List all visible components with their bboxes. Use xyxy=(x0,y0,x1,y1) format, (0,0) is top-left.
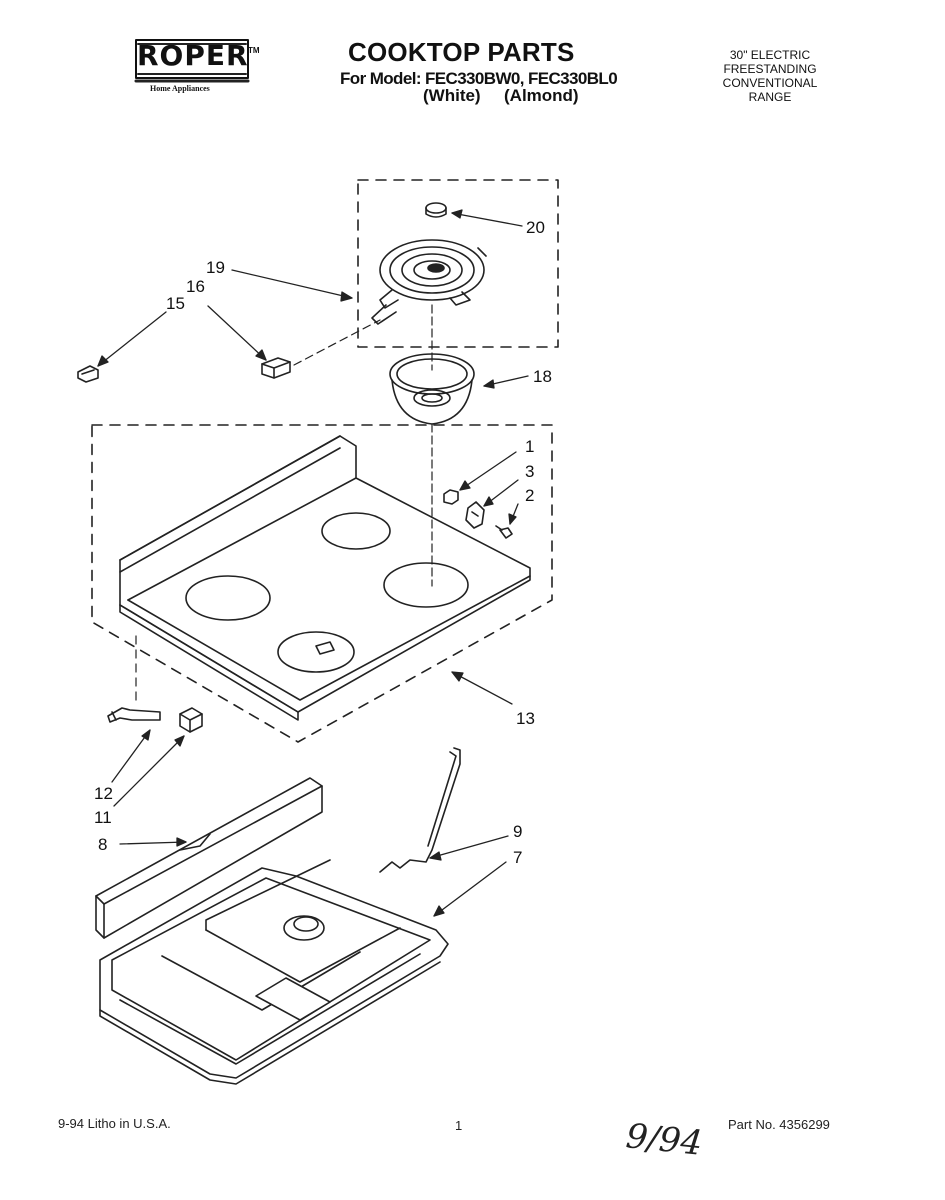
callout-8: 8 xyxy=(98,835,108,854)
callout-9: 9 xyxy=(513,822,523,841)
print-date: 9-94 Litho in U.S.A. xyxy=(58,1116,171,1131)
callout-7: 7 xyxy=(513,848,523,867)
brand-logo: ROPER xyxy=(137,39,249,72)
page-title: COOKTOP PARTS xyxy=(348,37,575,67)
callout-11: 11 xyxy=(94,808,112,827)
callout-1: 1 xyxy=(525,437,535,456)
cooktop-group-dashed-box xyxy=(91,424,553,743)
spec-line-4: RANGE xyxy=(748,90,792,104)
part-20-icon xyxy=(425,202,447,218)
callout-18: 18 xyxy=(533,367,552,386)
element-group-dashed-box xyxy=(357,179,559,348)
page-number: 1 xyxy=(455,1118,463,1133)
part-16-terminal-block-icon xyxy=(261,357,291,379)
part-1-nut-icon xyxy=(443,489,459,505)
part-15-clip-icon xyxy=(77,365,99,383)
spec-line-2: FREESTANDING xyxy=(723,62,817,76)
spec-line-3: CONVENTIONAL xyxy=(722,76,818,90)
assembly-leader-line-terminal xyxy=(293,319,381,366)
part-2-screw-icon xyxy=(495,525,513,539)
callout-15: 15 xyxy=(166,294,185,313)
model-numbers: For Model: FEC330BW0, FEC330BL0 xyxy=(340,69,618,88)
part-3-bracket-icon xyxy=(465,501,485,529)
roper-logo-mark xyxy=(134,39,250,83)
part-12-lead-icon xyxy=(107,707,161,723)
part-11-spacer-icon xyxy=(179,707,203,733)
spec-line-1: 30" ELECTRIC xyxy=(729,48,811,62)
part-7-burner-box-icon xyxy=(99,859,449,1085)
callout-16: 16 xyxy=(186,277,205,296)
part-13-cooktop-icon xyxy=(119,435,531,721)
part-number: Part No. 4356299 xyxy=(728,1117,830,1132)
trademark-mark: TM xyxy=(248,46,260,55)
part-19-surface-element-icon xyxy=(371,239,487,325)
callout-12: 12 xyxy=(94,784,113,803)
callout-leaders xyxy=(97,209,529,917)
callout-3: 3 xyxy=(525,462,535,481)
callout-19: 19 xyxy=(206,258,225,277)
callout-2: 2 xyxy=(525,486,535,505)
callout-13: 13 xyxy=(516,709,535,728)
callout-20: 20 xyxy=(526,218,545,237)
handwritten-date: 9/94 xyxy=(624,1116,705,1164)
part-8-front-strip-icon xyxy=(95,777,323,939)
variant-white-label: (White) xyxy=(423,86,481,105)
part-9-rod-icon xyxy=(379,747,461,873)
brand-subtitle: Home Appliances xyxy=(150,84,210,93)
variant-almond-label: (Almond) xyxy=(504,86,579,105)
